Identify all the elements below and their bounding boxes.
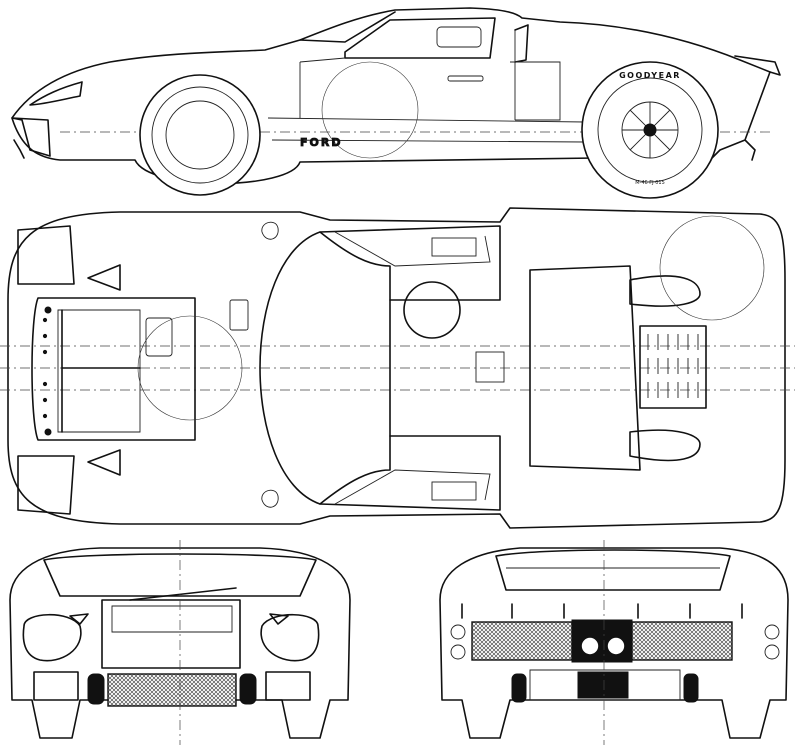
top-view xyxy=(0,207,795,529)
front-lamp-right xyxy=(265,671,311,701)
side-nose-light xyxy=(11,117,51,157)
side-vent-window xyxy=(436,26,482,48)
side-door-top xyxy=(299,57,346,63)
rear-grille-right xyxy=(631,621,733,661)
side-tyre-brand: GOODYEAR xyxy=(619,71,681,80)
top-mirror-right xyxy=(261,489,279,508)
front-headlight-left xyxy=(22,614,82,662)
side-sill-line xyxy=(267,117,586,123)
side-headlight-cover xyxy=(29,81,83,106)
side-door-badge: FORD xyxy=(300,136,342,149)
front-wiper xyxy=(129,587,237,601)
top-fuel-filler xyxy=(145,317,173,357)
side-sill-line-lower xyxy=(271,139,586,143)
rear-lamp-posts xyxy=(461,603,743,619)
front-windscreen xyxy=(43,553,317,597)
top-engine-louvres xyxy=(639,325,707,409)
top-vent-left xyxy=(431,237,477,257)
top-door-window-right xyxy=(334,469,491,505)
top-front-vent-right xyxy=(87,449,121,476)
top-bonnet-rivets xyxy=(42,306,52,436)
rear-window-area xyxy=(495,549,731,591)
rear-grille-left xyxy=(471,621,573,661)
top-headlight-left xyxy=(17,225,75,285)
side-windscreen xyxy=(299,11,396,43)
front-grille xyxy=(107,673,237,707)
top-small-hatch xyxy=(229,299,249,331)
top-rear-scoop-right xyxy=(629,429,701,462)
side-spare-wheel xyxy=(321,61,419,159)
top-front-vent-left xyxy=(87,264,121,291)
top-louvre-slots xyxy=(647,334,699,398)
rear-exhaust-right xyxy=(606,636,626,656)
top-mirror-left xyxy=(261,221,279,240)
front-view xyxy=(9,540,351,745)
front-bonnet-panel xyxy=(101,599,241,669)
side-door-cut xyxy=(299,30,516,120)
top-rear-deck xyxy=(529,265,641,471)
side-rear-diffuser xyxy=(744,139,756,161)
rear-body-outline xyxy=(439,547,789,739)
front-body-outline xyxy=(9,547,351,739)
side-rear-spoiler xyxy=(734,55,781,76)
front-bonnet-inner xyxy=(111,605,233,633)
rear-tyre-right xyxy=(683,673,699,703)
side-front-wheel xyxy=(139,74,261,196)
rear-view xyxy=(439,540,789,745)
front-indicator-left xyxy=(69,613,89,625)
front-tyre-right xyxy=(239,673,257,705)
side-door-handle xyxy=(447,75,484,82)
side-rear-wheel xyxy=(581,61,719,199)
top-headlight-right xyxy=(17,455,75,515)
top-roof-vent xyxy=(475,351,505,383)
front-headlight-right xyxy=(260,614,320,662)
rear-valance xyxy=(529,669,681,701)
front-indicator-right xyxy=(269,613,289,625)
rear-tyre-left xyxy=(511,673,527,703)
side-rear-intake xyxy=(514,24,529,63)
front-lamp-left xyxy=(33,671,79,701)
top-bonnet-panel xyxy=(31,297,196,441)
top-door-window-left xyxy=(334,231,491,267)
top-rear-spare-circle xyxy=(659,215,765,321)
rear-light-bulbs xyxy=(450,624,780,660)
top-roof-left xyxy=(319,225,501,301)
rear-gearbox xyxy=(577,671,629,699)
side-window xyxy=(344,17,496,59)
top-rear-scoop-left xyxy=(629,275,701,307)
top-vent-right xyxy=(431,481,477,501)
top-guide-lines xyxy=(0,345,795,391)
top-roof-hatch xyxy=(403,281,461,339)
side-front-splitter xyxy=(13,139,25,159)
top-bonnet-inner xyxy=(57,309,141,433)
side-view: GOODYEAR M-46 FJ 015 FORD xyxy=(11,7,781,199)
top-spare-wheel xyxy=(137,315,243,421)
top-roof-right xyxy=(319,435,501,511)
side-tyre-spec: M-46 FJ 015 xyxy=(635,180,665,186)
side-rear-panel xyxy=(510,61,561,121)
rear-exhaust-left xyxy=(580,636,600,656)
front-tyre-left xyxy=(87,673,105,705)
